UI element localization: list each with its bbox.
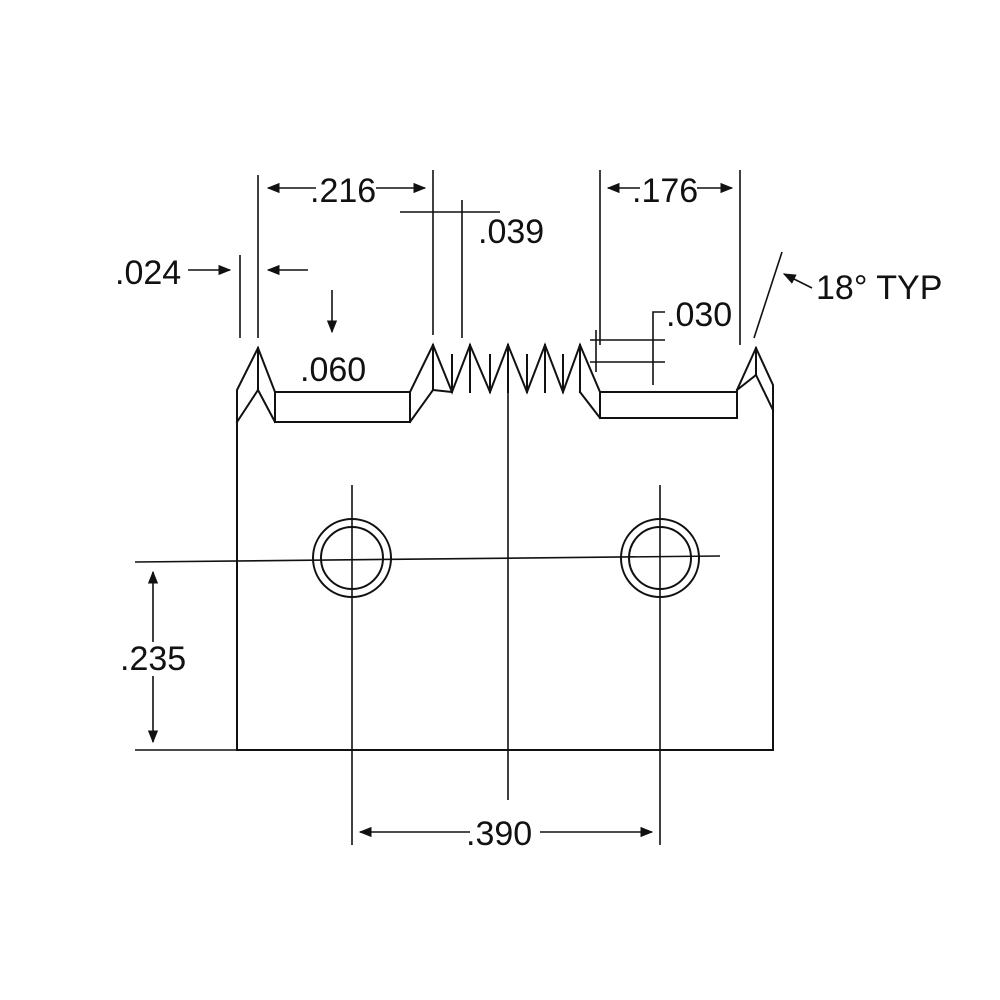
dimension-390: .390 bbox=[358, 815, 654, 853]
dimension-235-label: .235 bbox=[120, 640, 186, 678]
center-lines bbox=[134, 345, 721, 845]
dimension-060-label: .060 bbox=[300, 351, 366, 389]
dimension-060: .060 bbox=[300, 290, 366, 389]
dimension-039-label: .039 bbox=[478, 213, 544, 251]
dimension-030: .030 bbox=[590, 296, 732, 385]
angle-callout: 18° TYP bbox=[753, 251, 942, 339]
dimension-176: .176 bbox=[599, 170, 741, 345]
dimension-176-label: .176 bbox=[632, 172, 698, 210]
dimension-024: .024 bbox=[115, 254, 308, 338]
dimension-216: .216 bbox=[257, 170, 434, 338]
dimension-030-label: .030 bbox=[666, 296, 732, 334]
angle-label: 18° TYP bbox=[816, 269, 942, 307]
dimension-216-label: .216 bbox=[310, 172, 376, 210]
dimension-024-label: .024 bbox=[115, 254, 181, 292]
dimension-235: .235 bbox=[120, 570, 186, 744]
part-outline bbox=[235, 342, 775, 751]
dimension-390-label: .390 bbox=[466, 815, 532, 853]
dimension-039: .039 bbox=[400, 200, 544, 338]
